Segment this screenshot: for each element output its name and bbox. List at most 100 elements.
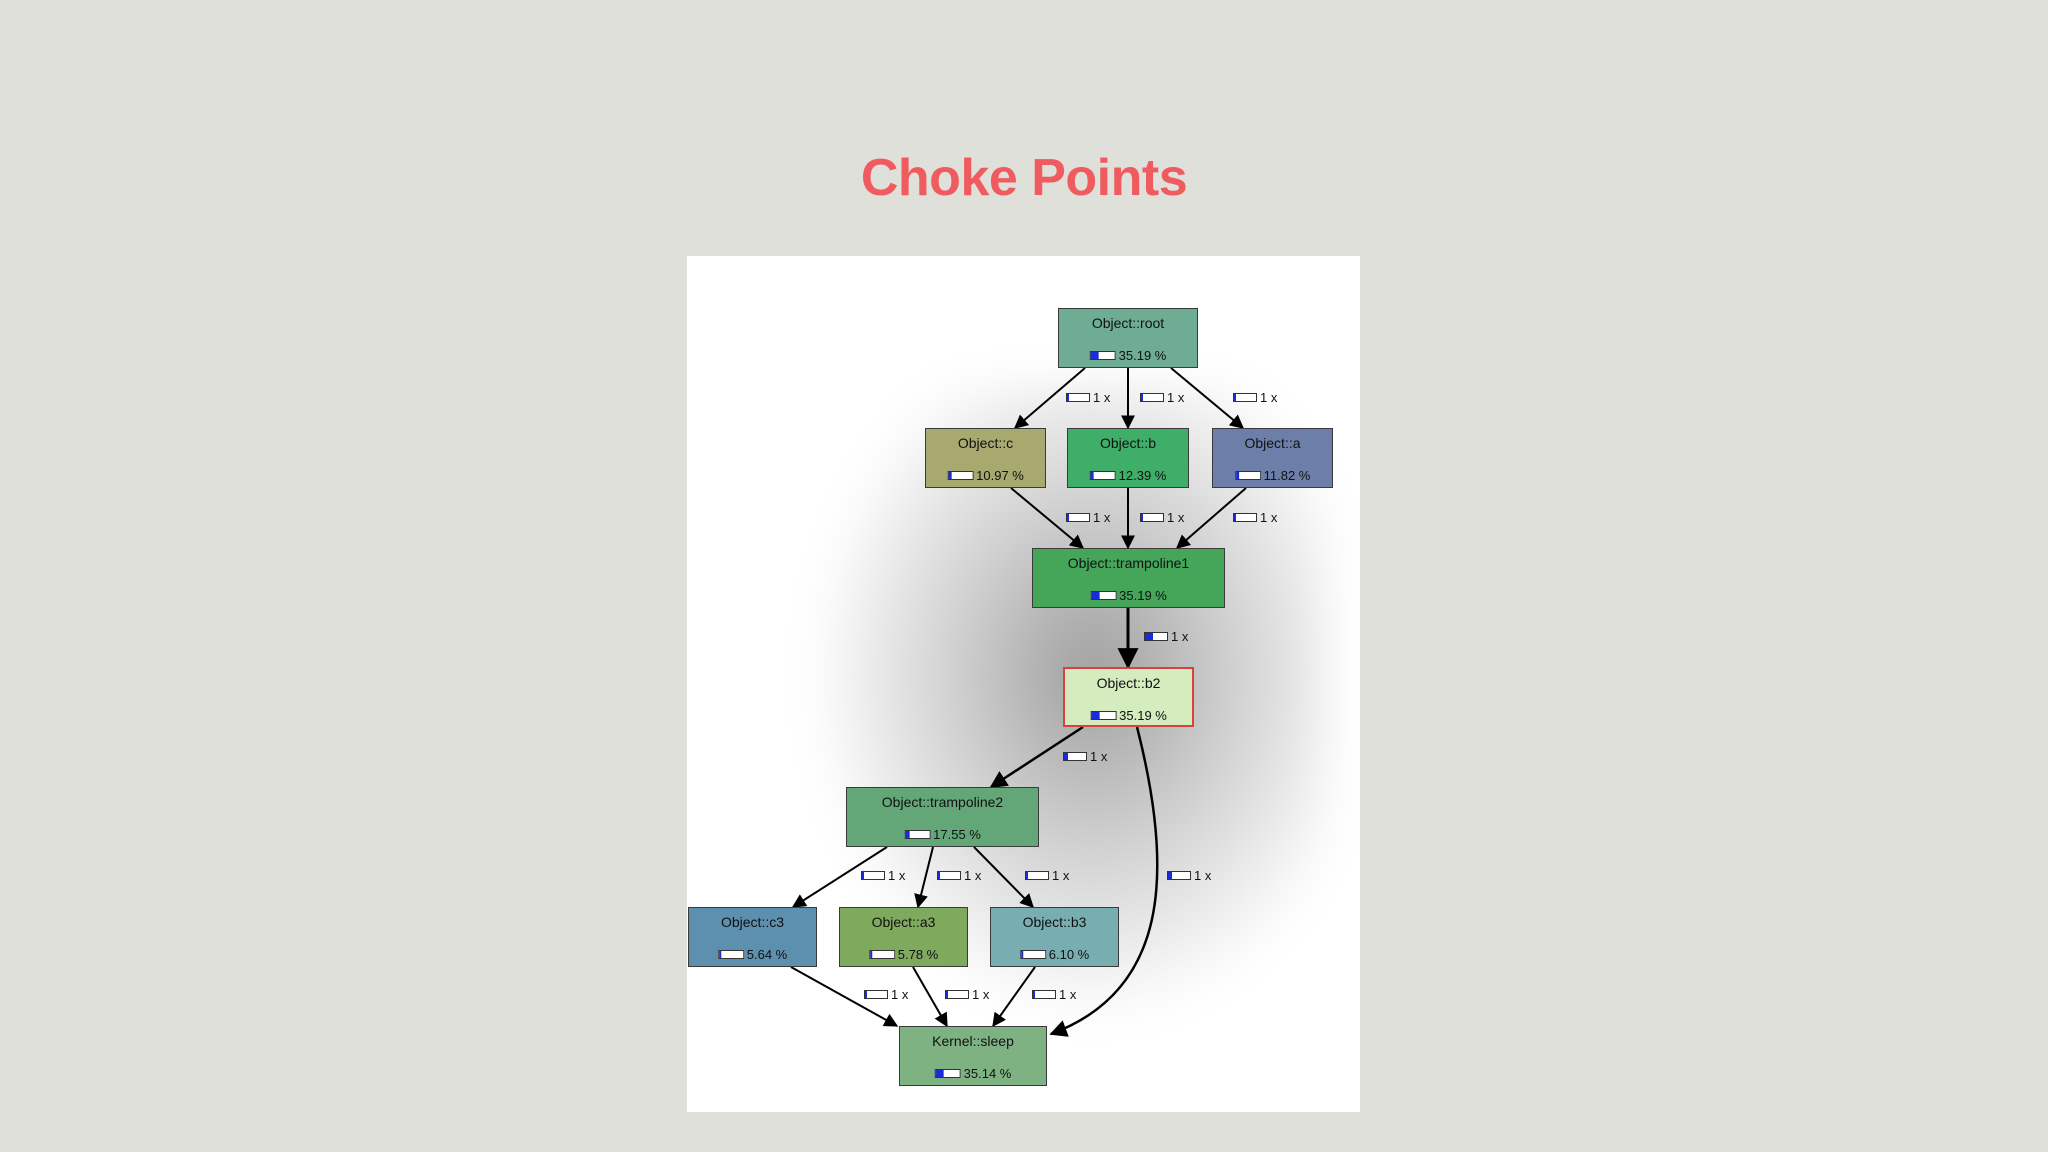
- node-percent: 35.14 %: [963, 1065, 1012, 1081]
- cost-meter: [904, 829, 931, 839]
- cost-meter-fill: [1090, 471, 1094, 479]
- edge-label-a3-sleep: 1 x: [945, 986, 990, 1002]
- call-meter-fill: [1141, 393, 1143, 401]
- cost-meter: [1089, 470, 1116, 480]
- call-count: 1 x: [964, 867, 982, 883]
- cost-meter-fill: [1091, 711, 1100, 719]
- call-meter: [937, 870, 961, 880]
- call-meter-fill: [1141, 513, 1143, 521]
- cost-meter: [868, 949, 895, 959]
- edge-label-b2-sleep: 1 x: [1167, 867, 1212, 883]
- cost-meter-fill: [1235, 471, 1239, 479]
- cost-meter: [717, 949, 744, 959]
- node-cost: 12.39 %: [1089, 467, 1166, 483]
- call-meter: [1144, 631, 1168, 641]
- node-percent: 10.97 %: [976, 467, 1024, 483]
- node-percent: 35.19 %: [1119, 587, 1167, 603]
- node-name: Object::c3: [720, 914, 785, 930]
- call-meter: [1066, 392, 1090, 402]
- edge-label-trampoline2-a3: 1 x: [937, 867, 982, 883]
- call-count: 1 x: [1167, 509, 1185, 525]
- node-percent: 6.10 %: [1048, 946, 1090, 962]
- call-count: 1 x: [1260, 509, 1278, 525]
- cost-meter-fill: [718, 950, 721, 958]
- call-meter-fill: [938, 871, 940, 879]
- call-count: 1 x: [1194, 867, 1212, 883]
- call-count: 1 x: [972, 986, 990, 1002]
- call-meter: [1140, 392, 1164, 402]
- call-meter: [861, 870, 885, 880]
- edge-label-root-a: 1 x: [1233, 389, 1278, 405]
- node-cost: 35.14 %: [934, 1065, 1012, 1081]
- call-meter: [1032, 989, 1056, 999]
- call-meter-fill: [1067, 513, 1069, 521]
- edge-label-root-b: 1 x: [1140, 389, 1185, 405]
- cost-meter-fill: [869, 950, 872, 958]
- call-meter: [1066, 512, 1090, 522]
- edge-label-a-trampoline1: 1 x: [1233, 509, 1278, 525]
- node-percent: 17.55 %: [933, 826, 981, 842]
- node-name: Object::root: [1091, 315, 1165, 331]
- node-name: Object::trampoline1: [1067, 555, 1190, 571]
- cost-meter: [1090, 590, 1117, 600]
- edge-label-root-c: 1 x: [1066, 390, 1110, 405]
- call-meter-fill: [1145, 632, 1153, 640]
- node-cost: 35.19 %: [1089, 347, 1166, 363]
- edge-label-c3-sleep: 1 x: [864, 986, 909, 1002]
- call-meter: [1167, 870, 1191, 880]
- edge-root-c: [1013, 367, 1086, 429]
- node-name: Object::b: [1099, 435, 1157, 451]
- call-meter-fill: [1234, 513, 1236, 521]
- call-count: 1 x: [891, 986, 909, 1002]
- edge-trampoline2-b3: [973, 846, 1034, 908]
- call-count: 1 x: [1052, 867, 1070, 883]
- node-percent: 5.78 %: [897, 946, 939, 962]
- edge-b2-sleep: [1049, 726, 1159, 1037]
- cost-meter-fill: [935, 1069, 944, 1077]
- edge-b2-trampoline2: [989, 725, 1084, 789]
- call-meter: [1063, 751, 1087, 761]
- edge-a-trampoline1: [1175, 487, 1247, 549]
- node-name: Object::b2: [1096, 675, 1161, 691]
- cost-meter-fill: [905, 830, 910, 838]
- call-count: 1 x: [888, 867, 906, 883]
- edge-b3-sleep: [992, 966, 1036, 1028]
- node-cost: 35.19 %: [1090, 587, 1167, 603]
- edge-label-trampoline1-b2: 1 x: [1144, 629, 1188, 644]
- edge-c-trampoline1: [1010, 487, 1085, 549]
- call-count: 1 x: [1167, 389, 1185, 405]
- call-meter: [1025, 870, 1049, 880]
- call-meter: [945, 989, 969, 999]
- node-cost: 10.97 %: [947, 467, 1024, 483]
- edge-label-b3-sleep: 1 x: [1032, 986, 1077, 1002]
- call-count: 1 x: [1260, 389, 1278, 405]
- node-cost: 17.55 %: [904, 826, 981, 842]
- cost-meter: [934, 1068, 961, 1078]
- node-name: Object::a: [1244, 435, 1301, 451]
- call-meter-fill: [946, 990, 948, 998]
- node-name: Kernel::sleep: [932, 1033, 1014, 1049]
- call-meter-fill: [862, 871, 864, 879]
- call-meter-fill: [1067, 393, 1069, 401]
- node-cost: 5.78 %: [868, 946, 939, 962]
- node-name: Object::c: [957, 435, 1014, 451]
- node-name: Object::a3: [871, 914, 936, 930]
- cost-meter-fill: [948, 471, 952, 479]
- cost-meter-fill: [1091, 591, 1100, 599]
- edge-label-trampoline2-c3: 1 x: [861, 867, 906, 883]
- cost-meter: [1234, 470, 1261, 480]
- call-count: 1 x: [1059, 986, 1077, 1002]
- cost-meter: [1019, 949, 1046, 959]
